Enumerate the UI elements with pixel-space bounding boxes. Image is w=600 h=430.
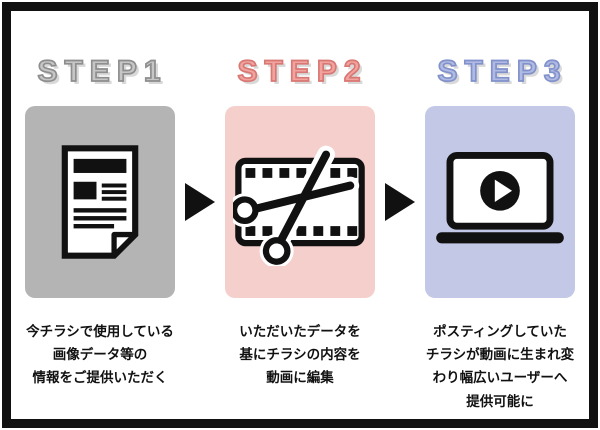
caption-line: 提供可能に — [466, 393, 534, 409]
arrow-right-icon — [185, 183, 215, 221]
step-2-column: STEP2 — [215, 50, 385, 390]
caption-line: 動画に編集 — [266, 370, 334, 386]
step-3-caption: ポスティングしていた チラシが動画に生まれ変 わり幅広いユーザーへ 提供可能に — [415, 320, 585, 413]
caption-line: チラシが動画に生まれ変 — [425, 347, 575, 363]
step-2-caption: いただいたデータを 基にチラシの内容を 動画に編集 — [215, 320, 385, 390]
step-3-box — [425, 106, 575, 298]
step-1-column: STEP1 — [15, 50, 185, 390]
caption-line: いただいたデータを — [239, 324, 361, 339]
step-3-heading: STEP3 — [437, 54, 568, 89]
step-3-column: STEP3 ポスティングしていた チラシが動画に生まれ変 わり幅広いユーザーへ — [415, 50, 585, 413]
caption-line: 情報をご提供いただく — [32, 370, 168, 386]
step-2-box — [225, 106, 375, 298]
arrow-right-icon — [385, 183, 415, 221]
caption-line: わり幅広いユーザーへ — [432, 370, 568, 386]
film-scissors-icon — [233, 145, 365, 266]
caption-line: ポスティングしていた — [433, 324, 567, 339]
step-1-caption: 今チラシで使用している 画像データ等の 情報をご提供いただく — [15, 320, 185, 390]
caption-line: 基にチラシの内容を — [239, 347, 361, 363]
flyer-icon — [61, 145, 139, 259]
caption-line: 今チラシで使用している — [26, 324, 174, 339]
laptop-play-icon — [436, 151, 564, 244]
step-2-heading: STEP2 — [237, 54, 368, 89]
caption-line: 画像データ等の — [52, 347, 148, 363]
steps-diagram: STEP1 — [22, 22, 578, 409]
steps-row: STEP1 — [22, 50, 578, 413]
step-1-heading: STEP1 — [37, 54, 168, 89]
step-1-box — [25, 106, 175, 298]
